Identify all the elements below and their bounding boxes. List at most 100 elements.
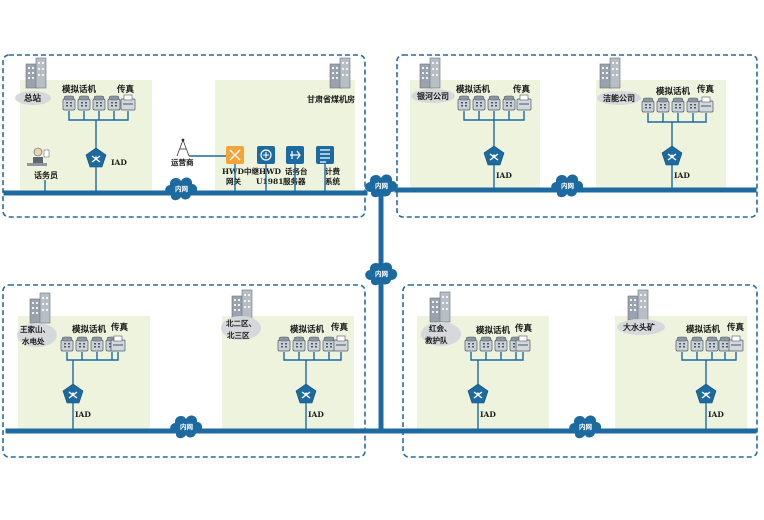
building-icon — [329, 57, 351, 89]
phone-icon — [292, 336, 306, 352]
device-label-line: HWD — [259, 167, 282, 176]
phone-label: 模拟话机 — [476, 325, 511, 336]
backbone — [365, 185, 397, 433]
network-label: 内网 — [175, 184, 189, 193]
site-label-line: 北三区 — [227, 330, 250, 340]
building-icon — [599, 57, 621, 89]
site-label-line: 水电处 — [22, 336, 45, 346]
fax-label: 传真 — [116, 84, 135, 95]
fax-label: 传真 — [512, 84, 531, 95]
network-label: 内网 — [375, 181, 389, 190]
phone-icon — [90, 336, 104, 352]
iad-label: IAD — [480, 410, 496, 419]
phone-icon — [705, 336, 719, 352]
phone-label: 模拟话机 — [686, 324, 721, 335]
building-icon — [29, 292, 51, 324]
phone-icon — [502, 95, 516, 111]
building-icon — [231, 289, 253, 321]
site-label-line: 红会、 — [429, 323, 452, 333]
iad-label: IAD — [308, 410, 324, 419]
device-label-line: 话务台 — [285, 166, 308, 176]
server-icon — [257, 146, 275, 164]
phone-icon — [322, 336, 336, 352]
site-label-line: 大水头矿 — [623, 322, 655, 332]
phone-icon — [487, 95, 501, 111]
phone-icon — [92, 95, 106, 111]
site-label: 银河公司 — [416, 91, 449, 101]
room-label: 甘肃省煤机房 — [307, 94, 355, 104]
phone-icon — [75, 336, 89, 352]
building-icon — [627, 289, 649, 321]
network-label: 内网 — [579, 422, 593, 431]
site-label: 洁能公司 — [603, 93, 635, 103]
phone-icon — [671, 97, 685, 113]
device-label-line: 计费 — [325, 166, 340, 176]
gateway-icon — [226, 146, 244, 164]
building-icon — [25, 57, 47, 89]
phone-icon — [472, 95, 486, 111]
region-companies: 银河公司 洁能公司 模拟话机 传真 IAD 模拟话机 传真 IAD 内网 — [394, 54, 758, 218]
phone-icon — [277, 336, 291, 352]
phone-icon — [641, 97, 655, 113]
site-badge — [421, 322, 461, 346]
site-label-line: 王家山、 — [20, 324, 50, 334]
iad-label: IAD — [75, 410, 91, 419]
phone-icon — [494, 336, 508, 352]
console-server-icon — [286, 146, 304, 164]
device-label-line: U1981 — [256, 177, 283, 186]
phone-label: 模拟话机 — [72, 324, 107, 335]
phone-icon — [656, 97, 670, 113]
fax-label: 传真 — [110, 322, 129, 333]
iad-label: IAD — [496, 171, 512, 180]
network-label: 内网 — [375, 269, 389, 278]
region-east: 红会、 救护队 大水头矿 模拟话机 传真 IAD 模拟话机 传真 IAD 内网 — [378, 284, 758, 458]
phone-icon — [457, 95, 471, 111]
phone-icon — [62, 95, 76, 111]
phone-icon — [77, 95, 91, 111]
operator-icon — [27, 147, 50, 166]
phone-icon — [60, 336, 74, 352]
region-west: 王家山、 水电处 北二区、 北三区 模拟话机 传真 IAD 模拟话机 传真 IA… — [2, 284, 384, 458]
tower-icon — [176, 138, 190, 157]
iad-label: IAD — [674, 171, 690, 180]
device-label-line: 系统 — [325, 176, 340, 186]
backbone-clouds: 内网 内网 — [365, 174, 398, 286]
site-badge — [17, 323, 57, 347]
operator-label: 话务员 — [34, 170, 58, 180]
site-label: 总站 — [24, 93, 42, 104]
phone-label: 模拟话机 — [656, 86, 691, 97]
site-badge — [221, 316, 261, 340]
phone-icon — [464, 336, 478, 352]
fax-label: 传真 — [696, 84, 715, 95]
network-label: 内网 — [180, 422, 194, 431]
fax-label: 传真 — [514, 323, 533, 334]
site-badge — [617, 319, 665, 335]
building-icon — [419, 57, 441, 89]
site-label-line: 救护队 — [425, 335, 448, 345]
network-label: 内网 — [561, 181, 575, 190]
phone-icon — [107, 95, 121, 111]
phone-label: 模拟话机 — [456, 84, 491, 95]
fax-label: 传真 — [726, 322, 745, 333]
billing-icon — [316, 146, 334, 164]
device-label-line: 网关 — [226, 176, 241, 186]
iad-label: IAD — [708, 410, 724, 419]
iad-label: IAD — [111, 158, 127, 167]
phone-icon — [686, 97, 700, 113]
building-icon — [429, 291, 451, 323]
fax-label: 传真 — [330, 322, 349, 333]
site-label-line: 北二区、 — [226, 318, 256, 328]
site-badge — [597, 91, 641, 105]
phone-icon — [675, 336, 689, 352]
phone-icon — [690, 336, 704, 352]
site-badge — [15, 91, 51, 105]
phone-label: 模拟话机 — [62, 84, 97, 95]
region-headquarters: 总站 模拟话机 传真 IAD 话务员 甘肃省煤机房 运营商 — [2, 54, 368, 218]
phone-label: 模拟话机 — [290, 324, 325, 335]
carrier-label: 运营商 — [171, 157, 194, 167]
phone-icon — [307, 336, 321, 352]
phone-icon — [479, 336, 493, 352]
site-badge — [411, 89, 455, 103]
device-label-line: HWD中继 — [222, 166, 260, 176]
